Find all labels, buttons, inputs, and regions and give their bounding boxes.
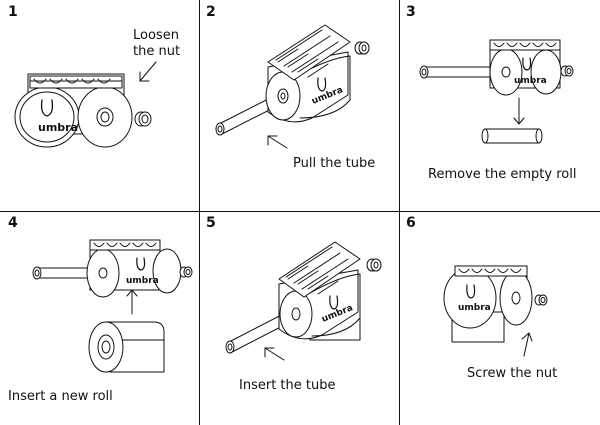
step-5-holder-illustration: umbra (225, 241, 382, 361)
horizontal-divider (0, 211, 600, 212)
step-6-caption: Screw the nut (467, 366, 558, 381)
step-3-brand-label: umbra (514, 76, 547, 86)
step-4-holder-illustration: umbra (32, 239, 193, 373)
step-1-number: 1 (8, 4, 18, 20)
step-6-holder-illustration: umbra (443, 265, 548, 357)
step-2-number: 2 (206, 4, 216, 20)
step-1-caption-line1: Loosen (133, 28, 179, 43)
step-1-brand-label: umbra (38, 121, 78, 134)
step-3-caption: Remove the empty roll (428, 167, 577, 182)
step-2-holder-illustration: umbra (215, 24, 370, 149)
step-4-brand-label: umbra (126, 276, 159, 286)
step-3-holder-illustration: umbra (419, 39, 574, 144)
step-6-brand-label: umbra (458, 303, 491, 313)
step-4-caption: Insert a new roll (8, 389, 113, 404)
step-4-number: 4 (8, 215, 18, 231)
step-1-caption-line2: the nut (133, 44, 181, 59)
vertical-divider-1 (199, 0, 200, 425)
step-5-caption: Insert the tube (239, 378, 336, 393)
step-6-number: 6 (406, 215, 416, 231)
vertical-divider-2 (399, 0, 400, 425)
step-3-number: 3 (406, 4, 416, 20)
step-5-number: 5 (206, 215, 216, 231)
step-1-holder-illustration: umbra (14, 61, 157, 148)
step-2-caption: Pull the tube (293, 156, 376, 171)
